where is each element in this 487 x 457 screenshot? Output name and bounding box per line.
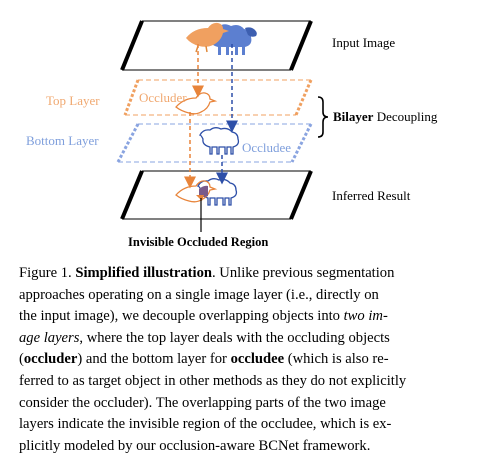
occluder-arrows (184, 44, 204, 189)
caption-line: age layers, where the top layer deals wi… (19, 328, 472, 350)
bilayer-brace (317, 96, 329, 138)
input-image-layer (120, 20, 313, 71)
caption-fig-number: Figure 1. (19, 265, 76, 281)
bottom-layer-label: Bottom Layer (26, 133, 99, 148)
caption-line: Figure 1. Simplified illustration. Unlik… (19, 263, 472, 285)
occluder-bird-icon (175, 92, 218, 115)
bilayer-rest: Decoupling (373, 109, 437, 124)
bottom-layer (116, 123, 313, 163)
caption-line: approaches operating on a single image l… (19, 286, 379, 303)
inferred-result-label: Inferred Result (332, 188, 411, 203)
occludee-label: Occludee (242, 140, 291, 155)
caption-text: (which is also re- (284, 351, 389, 368)
inferred-result-layer (120, 170, 313, 220)
result-bird-icon (175, 180, 218, 203)
caption-text: ( (19, 351, 24, 368)
caption-line: ferred to as target object in other meth… (19, 372, 407, 389)
caption-text: ) and the bottom layer for (77, 351, 231, 368)
caption-line: the input image), we decouple overlappin… (19, 306, 472, 328)
caption-text: the input image), we decouple overlappin… (19, 308, 344, 325)
input-image-label: Input Image (332, 35, 395, 50)
bilayer-bold: Bilayer (333, 109, 374, 124)
caption-line: layers indicate the invisible region of … (19, 416, 392, 433)
caption-line: consider the occluder). The overlapping … (19, 394, 386, 411)
invisible-region-label: Invisible Occluded Region (128, 235, 268, 249)
caption-line: plicitly modeled by our occlusion-aware … (19, 437, 371, 454)
occludee-sheep-icon (198, 127, 240, 155)
caption-text: , where the top layer deals with the occ… (79, 329, 390, 346)
caption-line: (occluder) and the bottom layer for occl… (19, 349, 472, 371)
occluder-label: Occluder (139, 90, 187, 105)
caption-bold-occluder: occluder (23, 351, 78, 368)
figure-caption: Figure 1. Simplified illustration. Unlik… (19, 263, 472, 457)
caption-bold-occludee: occludee (230, 351, 285, 368)
overlap-region (196, 185, 208, 201)
input-bird-icon (186, 22, 229, 53)
bilayer-label: Bilayer Decoupling (333, 109, 438, 124)
caption-emphasis: age layers (19, 329, 80, 346)
occludee-arrows (216, 44, 238, 185)
figure-illustration: Input Image Top Layer Occluder Bottom La… (26, 20, 438, 249)
caption-title: Simplified illustration (75, 265, 212, 281)
caption-text: . Unlike previous segmentation (212, 265, 395, 281)
top-layer-label: Top Layer (46, 93, 100, 108)
caption-emphasis: two im- (343, 308, 388, 325)
top-layer (123, 79, 313, 116)
